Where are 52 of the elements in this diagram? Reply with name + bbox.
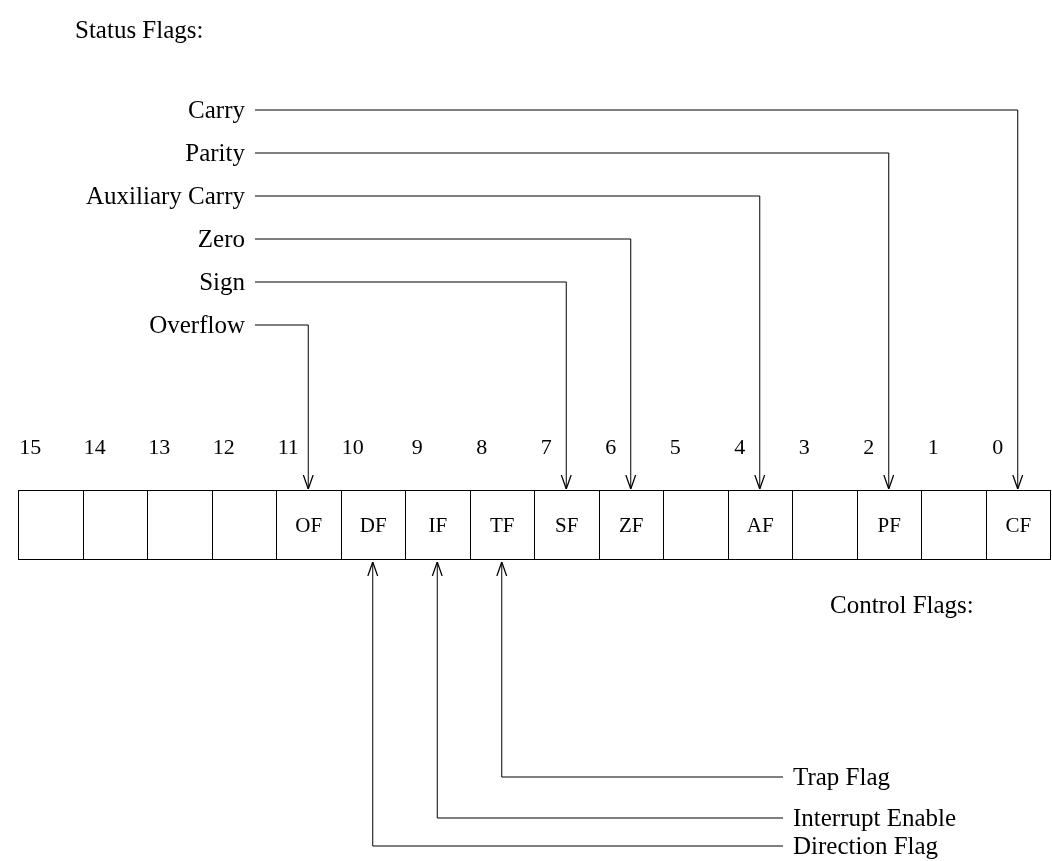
bit-number: 6 xyxy=(604,433,618,461)
leader-arrow xyxy=(254,281,572,490)
register-bit-cell: OF xyxy=(276,490,342,560)
flag-label: Trap Flag xyxy=(793,762,890,792)
leader-arrow xyxy=(254,109,1024,490)
bit-number: 9 xyxy=(410,433,424,461)
bit-number: 11 xyxy=(276,433,300,461)
flag-label: Sign xyxy=(199,267,245,297)
leader-arrow xyxy=(254,195,766,490)
register-bit-cell xyxy=(18,490,84,560)
flag-label: Interrupt Enable xyxy=(793,803,957,833)
bit-number: 13 xyxy=(147,433,172,461)
leader-arrow xyxy=(254,238,637,490)
bit-number: 8 xyxy=(475,433,489,461)
bit-number: 1 xyxy=(926,433,940,461)
register-bit-cell: SF xyxy=(534,490,600,560)
bit-number: 4 xyxy=(733,433,747,461)
register-bit-cell: ZF xyxy=(598,490,664,560)
register-bit-cell: IF xyxy=(405,490,471,560)
leader-arrow xyxy=(496,561,784,778)
leader-arrow xyxy=(254,324,314,490)
leader-arrow xyxy=(367,561,784,847)
flag-label: Carry xyxy=(188,95,245,125)
flag-label: Zero xyxy=(197,224,245,254)
register-bit-cell xyxy=(663,490,729,560)
bit-number: 15 xyxy=(18,433,43,461)
register-bit-cell: TF xyxy=(469,490,535,560)
register-bit-cell xyxy=(82,490,148,560)
bit-number: 3 xyxy=(797,433,811,461)
bit-number: 2 xyxy=(862,433,876,461)
register-bit-cell: DF xyxy=(340,490,406,560)
flag-label: Overflow xyxy=(149,310,245,340)
register-bit-cell: CF xyxy=(985,490,1051,560)
bit-number: 14 xyxy=(82,433,107,461)
register-bit-cell xyxy=(921,490,987,560)
register-bit-cell xyxy=(147,490,213,560)
register-bit-cell xyxy=(792,490,858,560)
section-heading: Status Flags: xyxy=(75,15,204,45)
bit-number: 12 xyxy=(211,433,236,461)
register-bit-cell xyxy=(211,490,277,560)
bit-number: 7 xyxy=(539,433,553,461)
flag-label: Direction Flag xyxy=(793,831,939,861)
register-bit-cell: PF xyxy=(856,490,922,560)
leader-arrow xyxy=(431,561,784,819)
bit-number: 5 xyxy=(668,433,682,461)
flag-label: Auxiliary Carry xyxy=(86,181,245,211)
register-bit-cell: AF xyxy=(727,490,793,560)
flag-label: Parity xyxy=(185,138,245,168)
section-heading: Control Flags: xyxy=(830,590,974,620)
bit-number: 0 xyxy=(991,433,1005,461)
bit-number: 10 xyxy=(340,433,365,461)
leader-arrow xyxy=(254,152,895,490)
